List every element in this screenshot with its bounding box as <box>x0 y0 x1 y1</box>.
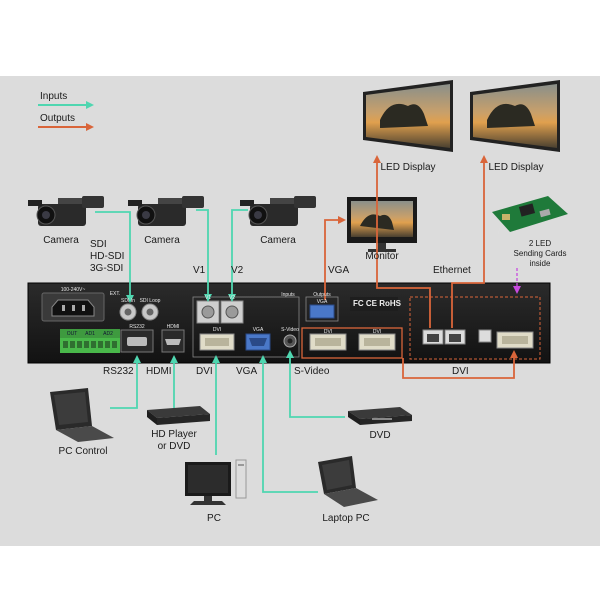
panel-compliance-label: FC CE RoHS <box>353 299 401 308</box>
rs232-signal-label: RS232 <box>103 366 134 377</box>
panel-dvi-out-1-label: DVI <box>323 329 333 335</box>
dvd-label: DVD <box>369 430 391 441</box>
wire-ethernet-led1 <box>373 155 431 328</box>
sdi-label-2: HD-SDI <box>90 251 125 262</box>
sdi-in-connector <box>119 303 137 321</box>
power-socket <box>41 292 105 322</box>
panel-audio-ad2-label: AD2 <box>103 331 113 337</box>
dvd-player-icon <box>348 407 412 425</box>
camera-3-label: Camera <box>260 235 296 246</box>
v1-signal-label: V1 <box>193 265 206 276</box>
dvi-out-signal-label: DVI <box>452 366 469 377</box>
camera-1-label: Camera <box>43 235 79 246</box>
sending-card-icon <box>492 196 568 235</box>
panel-audio-ad1-label: AD1 <box>85 331 95 337</box>
hd-player-label-1: HD Player <box>151 429 197 440</box>
panel-svideo-label: S-Video <box>281 327 299 333</box>
camera-3-icon <box>240 196 316 226</box>
compliance-logos <box>350 297 398 311</box>
legend-outputs-label: Outputs <box>40 113 76 124</box>
wire-camera3-v2 <box>228 209 248 302</box>
camera-2-icon <box>128 196 204 226</box>
panel-ext-label: EXT. <box>109 291 121 297</box>
hd-player-label-2: or DVD <box>157 441 191 452</box>
wire-pc-control-rs232 <box>110 355 141 409</box>
vga-in-port <box>245 333 271 351</box>
laptop-pc-label: Laptop PC <box>322 513 370 524</box>
sending-card-area <box>409 296 541 360</box>
s-video-port <box>283 334 297 348</box>
vga-in-signal-label: VGA <box>236 366 258 377</box>
wire-camera1-sdi <box>95 211 134 303</box>
panel-sdi-in-label: SDI In <box>121 298 135 304</box>
led-display-1-label: LED Display <box>380 162 436 173</box>
laptop-pc-icon <box>318 456 378 507</box>
dvi-in-signal-label: DVI <box>196 366 213 377</box>
wire-ethernet-led2 <box>451 155 488 328</box>
ethernet-signal-label: Ethernet <box>433 265 471 276</box>
sdi-loop-connector <box>141 303 159 321</box>
panel-dvi-in-label: DVI <box>212 327 222 333</box>
sending-cards-line-3: inside <box>529 259 551 268</box>
panel-inputs-label: Inputs <box>281 292 295 298</box>
led-display-2 <box>470 80 560 152</box>
dvi-in-port <box>199 333 235 351</box>
panel-outputs-label: Outputs <box>313 292 331 298</box>
wire-laptop-vga <box>259 355 318 493</box>
input-wires <box>95 209 345 493</box>
pc-desktop-icon <box>185 459 247 505</box>
led-display-1 <box>363 80 453 152</box>
panel-vga-in-label: VGA <box>252 327 264 333</box>
v1-connector <box>196 300 220 324</box>
legend-inputs-label: Inputs <box>40 91 68 102</box>
monitor-icon <box>347 197 417 252</box>
hdmi-port <box>161 329 185 353</box>
wire-dvi-loop <box>402 350 518 379</box>
wire-dvd-svideo <box>286 350 345 418</box>
output-wires <box>324 155 518 379</box>
sending-cards-line-1: 2 LED <box>528 239 552 248</box>
audio-terminal-block <box>60 329 120 353</box>
hdmi-signal-label: HDMI <box>146 366 172 377</box>
camera-2-label: Camera <box>144 235 180 246</box>
sdi-label-1: SDI <box>90 239 107 250</box>
pc-control-label: PC Control <box>58 446 108 457</box>
inputs-section-box <box>192 296 300 358</box>
vga-out-signal-label: VGA <box>328 265 350 276</box>
wire-vga-monitor <box>324 216 346 300</box>
pc-control-laptop-icon <box>50 388 114 442</box>
s-video-signal-label: S-Video <box>294 366 330 377</box>
pc-label: PC <box>207 513 221 524</box>
sdi-label-3: 3G-SDI <box>90 263 124 274</box>
panel-dvi-out-2-label: DVI <box>372 329 382 335</box>
vga-out-port <box>305 296 339 322</box>
panel-rs232-label: RS232 <box>129 324 145 330</box>
wire-camera2-v1 <box>196 209 212 302</box>
panel-v2-label: V2 <box>228 295 236 301</box>
v2-connector <box>220 300 244 324</box>
camera-1-icon <box>28 196 104 226</box>
panel-v1-label: V1 <box>204 295 212 301</box>
panel-hdmi-label: HDMI <box>166 324 180 330</box>
panel-sdi-loop-label: SDI Loop <box>139 298 161 304</box>
v2-signal-label: V2 <box>231 265 244 276</box>
led-display-2-label: LED Display <box>488 162 544 173</box>
monitor-label: Monitor <box>365 251 399 262</box>
panel-power-label: 100-240V~ <box>60 287 86 293</box>
dvi-out-box <box>301 327 403 359</box>
panel-vga-out-label: VGA <box>316 299 328 305</box>
sending-cards-line-2: Sending Cards <box>513 249 567 258</box>
hd-player-icon <box>147 406 210 425</box>
rs232-port <box>120 329 154 353</box>
panel-audio-out-label: OUT <box>66 331 78 337</box>
